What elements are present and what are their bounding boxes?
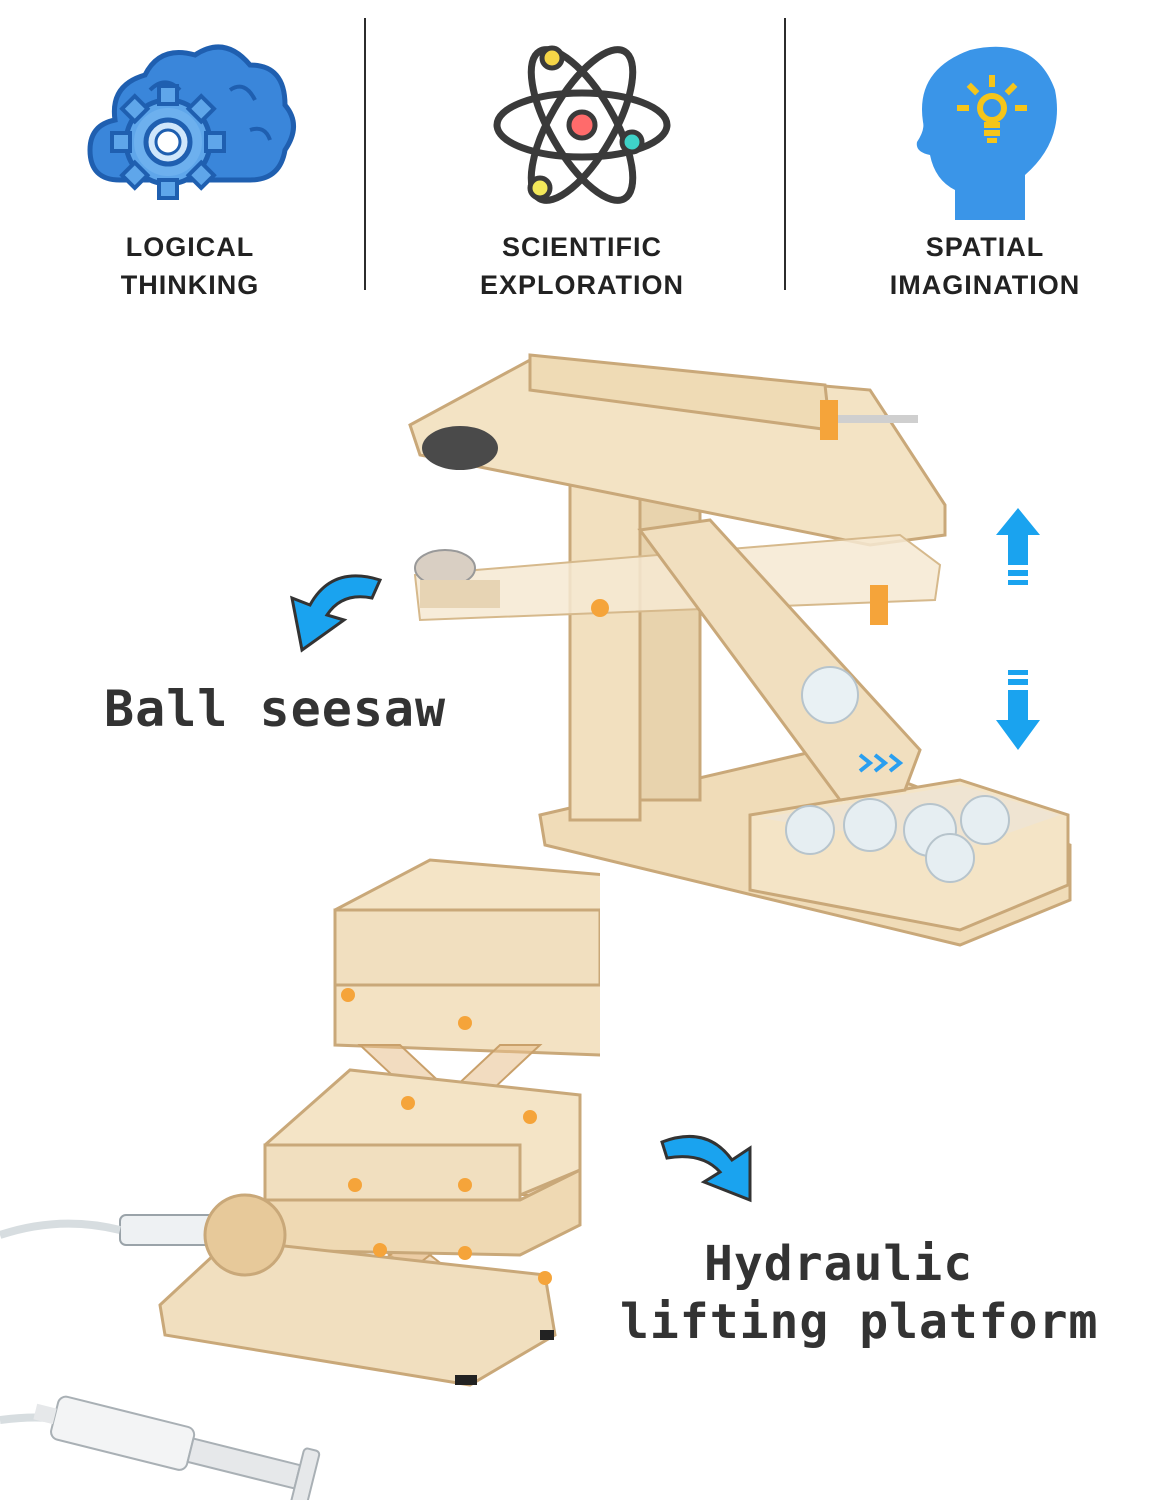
caption-line1: Hydraulic [704,1236,974,1292]
caption-hydraulic-platform: Hydraulic lifting platform [620,1235,1098,1351]
feature-spatial-imagination: SPATIAL IMAGINATION [795,20,1150,300]
brain-gear-icon [87,44,296,200]
feature-label: SCIENTIFIC EXPLORATION [392,228,772,304]
feature-label: SPATIAL IMAGINATION [795,228,1150,304]
divider [364,18,366,290]
feature-label-line2: IMAGINATION [889,270,1081,300]
ball-seesaw-model [408,353,1072,947]
feature-label-line2: EXPLORATION [479,270,684,300]
feature-label-line1: SPATIAL [925,232,1045,262]
curved-arrow-icon [660,1134,752,1203]
feature-label-line1: LOGICAL [125,232,255,262]
down-arrow-icon [996,670,1040,750]
feature-label-line2: THINKING [120,270,260,300]
caption-ball-seesaw: Ball seesaw [104,680,447,738]
hydraulic-platform-model [0,858,600,1500]
caption-line2: lifting platform [620,1294,1099,1350]
feature-label: LOGICAL THINKING [0,228,380,304]
feature-label-line1: SCIENTIFIC [501,232,662,262]
divider [784,18,786,290]
up-arrow-icon [996,508,1040,585]
curved-arrow-icon [290,574,383,653]
feature-logical-thinking: LOGICAL THINKING [0,20,380,300]
head-lightbulb-icon [916,46,1057,221]
atom-icon [493,45,671,204]
feature-scientific-exploration: SCIENTIFIC EXPLORATION [392,20,772,300]
